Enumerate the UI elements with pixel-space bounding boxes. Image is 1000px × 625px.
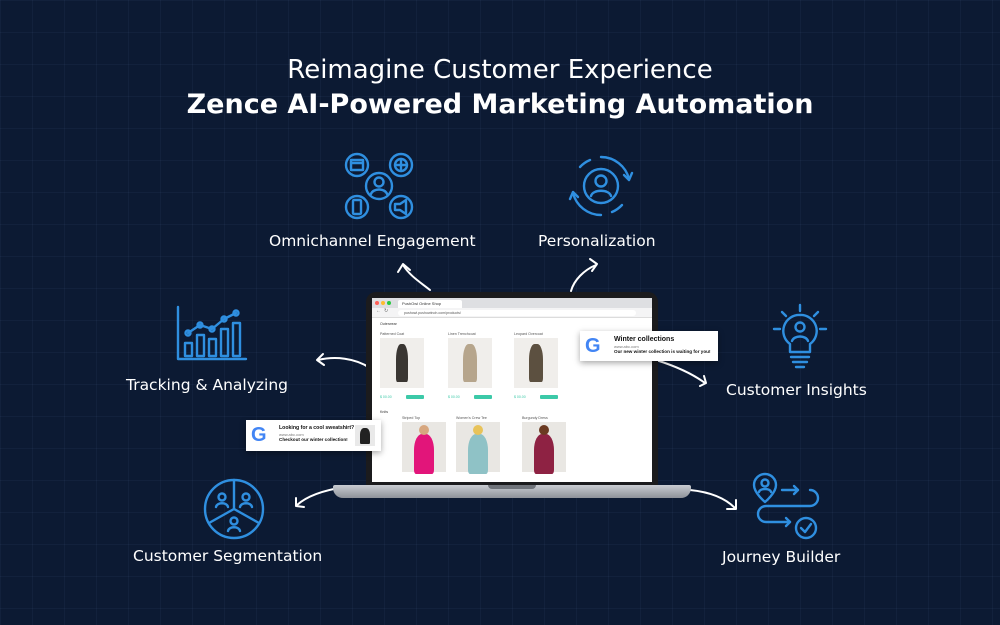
window-close-dot[interactable] (375, 301, 379, 305)
feature-insights-label: Customer Insights (726, 381, 867, 399)
notification-message: Our new winter collection is waiting for… (614, 349, 711, 354)
browser-tabbar: PushOwl Online Shop (372, 298, 652, 308)
omnichannel-icon (344, 152, 414, 220)
product-image[interactable] (448, 338, 492, 388)
journey-path-icon (750, 472, 822, 544)
google-logo-icon: G (585, 335, 601, 357)
laptop-base (333, 485, 691, 498)
feature-segmentation-label: Customer Segmentation (133, 547, 323, 565)
browser-window: PushOwl Online Shop ← ↻ pushowl.pushowln… (372, 298, 652, 482)
notification-title: Looking for a cool sweatshirt? (279, 425, 355, 431)
product-label: Striped Top (402, 416, 421, 420)
notification-url: www.abc.com (279, 432, 304, 437)
bar-chart-icon (176, 305, 248, 363)
section-heading-knits: Knits (380, 410, 388, 414)
product-label: Linen Trenchcoat (448, 332, 476, 336)
section-heading-outerwear: Outerwear (380, 322, 397, 326)
personalization-icon (568, 153, 634, 219)
add-to-cart-button[interactable] (474, 395, 492, 399)
product-price: $ 00.00 (380, 395, 392, 399)
product-label: Leopard Overcoat (514, 332, 543, 336)
product-image[interactable] (456, 422, 500, 474)
notification-thumbnail (355, 425, 375, 446)
product-image[interactable] (514, 338, 558, 388)
product-label: Patterned Coat (380, 332, 405, 336)
window-minimize-dot[interactable] (381, 301, 385, 305)
url-field[interactable]: pushowl.pushowlnoh.com/products/ (398, 310, 636, 316)
push-notification-sweatshirt[interactable]: G Looking for a cool sweatshirt? www.abc… (246, 420, 381, 451)
lightbulb-user-icon (770, 303, 830, 369)
feature-omnichannel-label: Omnichannel Engagement (269, 232, 476, 250)
subheadline: Zence AI-Powered Marketing Automation (186, 89, 814, 120)
laptop-notch (488, 485, 536, 489)
notification-message: Checkout our winter collection! (279, 437, 348, 442)
reload-icon[interactable]: ↻ (384, 308, 389, 314)
product-label: Burgundy Dress (522, 416, 548, 420)
product-image[interactable] (402, 422, 446, 474)
product-image[interactable] (380, 338, 424, 388)
google-logo-icon: G (251, 424, 267, 446)
segmentation-pie-icon (202, 477, 266, 541)
feature-journey-label: Journey Builder (722, 548, 841, 566)
browser-address-bar: ← ↻ pushowl.pushowlnoh.com/products/ (372, 308, 652, 318)
window-maximize-dot[interactable] (387, 301, 391, 305)
browser-tab[interactable]: PushOwl Online Shop (398, 300, 462, 308)
push-notification-winter[interactable]: G Winter collections www.abc.com Our new… (580, 331, 718, 361)
back-arrow-icon[interactable]: ← (376, 308, 381, 314)
product-price: $ 00.00 (448, 395, 460, 399)
feature-personalization-label: Personalization (538, 232, 656, 250)
notification-title: Winter collections (614, 336, 675, 343)
feature-tracking-label: Tracking & Analyzing (126, 376, 288, 394)
add-to-cart-button[interactable] (406, 395, 424, 399)
headline: Reimagine Customer Experience (287, 55, 713, 85)
product-price: $ 00.00 (514, 395, 526, 399)
notification-url: www.abc.com (614, 344, 639, 349)
add-to-cart-button[interactable] (540, 395, 558, 399)
laptop-screen: PushOwl Online Shop ← ↻ pushowl.pushowln… (366, 292, 658, 486)
product-label: Women's Crew Tee (456, 416, 487, 420)
product-image[interactable] (522, 422, 566, 474)
